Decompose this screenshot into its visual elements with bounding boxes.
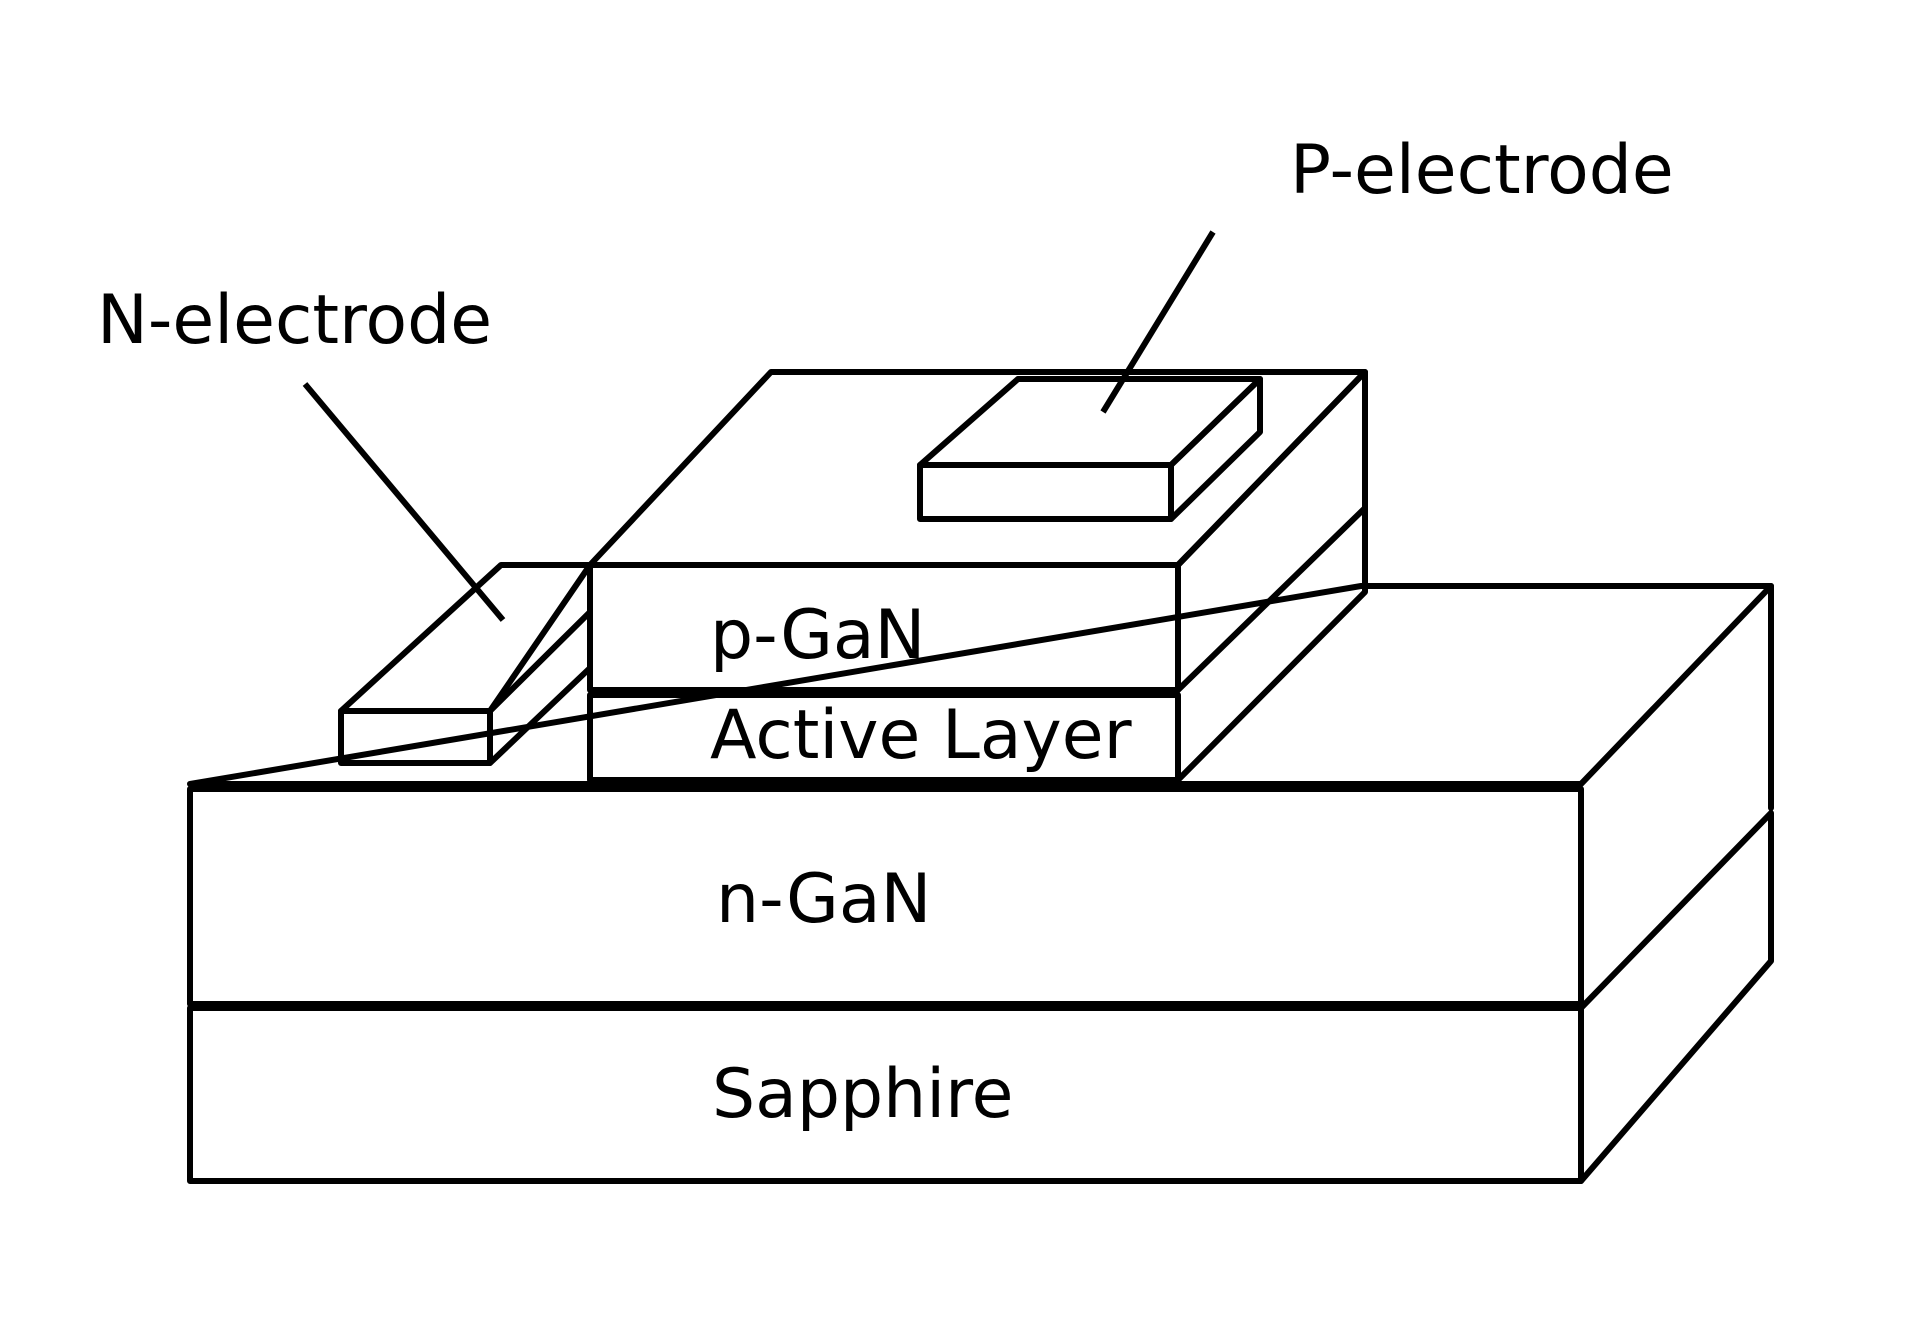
n-electrode-label: N-electrode bbox=[97, 281, 492, 360]
mesa-top-face bbox=[590, 372, 1365, 565]
p-electrode-label: P-electrode bbox=[1290, 131, 1674, 210]
p-electrode-front-face bbox=[920, 465, 1171, 519]
p-electrode-pad bbox=[920, 379, 1260, 519]
n-electrode-pad bbox=[341, 565, 590, 763]
active-layer-label: Active Layer bbox=[710, 696, 1132, 775]
n-gan-layer bbox=[190, 586, 1771, 1004]
p-gan-label: p-GaN bbox=[710, 596, 925, 675]
sapphire-side-face bbox=[1581, 813, 1771, 1181]
p-electrode-leader-line bbox=[1103, 232, 1213, 412]
n-gan-label: n-GaN bbox=[716, 860, 931, 939]
n-electrode-top-face bbox=[341, 565, 590, 711]
sapphire-label: Sapphire bbox=[712, 1055, 1013, 1134]
n-electrode-leader-line bbox=[305, 384, 503, 620]
p-electrode-top-face bbox=[920, 379, 1260, 465]
